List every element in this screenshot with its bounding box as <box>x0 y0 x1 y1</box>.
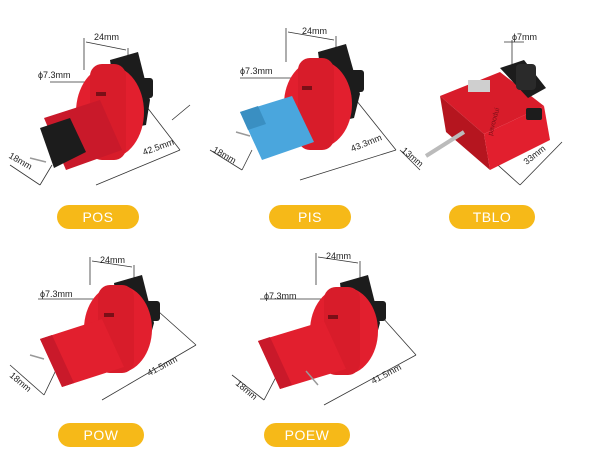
product-pis: 24mm ϕ7.3mm 43.3mm 18mm PIS <box>200 0 400 230</box>
pis-diameter-dim: ϕ7.3mm <box>240 66 273 76</box>
tblo-illustration: pavoodui <box>399 40 563 186</box>
pos-width-dim: 24mm <box>94 32 120 42</box>
poew-diameter-dim: ϕ7.3mm <box>264 291 297 301</box>
pis-illustration <box>209 28 397 181</box>
poew-label-pill: POEW <box>264 423 350 447</box>
product-tblo: pavoodui ϕ7mm 33mm 13mm TBLO <box>400 0 600 230</box>
pis-width-dim: 24mm <box>302 26 328 36</box>
product-pos: 24mm ϕ7.3mm 42.5mm 18mm POS <box>0 0 200 230</box>
product-pow: 24mm ϕ7.3mm 41.5mm 18mm POW <box>0 235 220 450</box>
pos-diameter-dim: ϕ7.3mm <box>38 70 71 80</box>
poew-illustration <box>231 253 417 406</box>
pow-width-dim: 24mm <box>100 255 126 265</box>
pow-diameter-dim: ϕ7.3mm <box>40 289 73 299</box>
pis-label-pill: PIS <box>269 205 351 229</box>
tblo-diameter-dim: ϕ7mm <box>512 32 538 42</box>
pos-illustration <box>9 38 191 186</box>
product-poew: 24mm ϕ7.3mm 41.5mm 18mm POEW <box>220 235 440 450</box>
tblo-label-pill: TBLO <box>449 205 535 229</box>
pow-illustration <box>9 257 197 401</box>
pos-label-pill: POS <box>57 205 139 229</box>
poew-width-dim: 24mm <box>326 251 352 261</box>
pow-label-pill: POW <box>58 423 144 447</box>
